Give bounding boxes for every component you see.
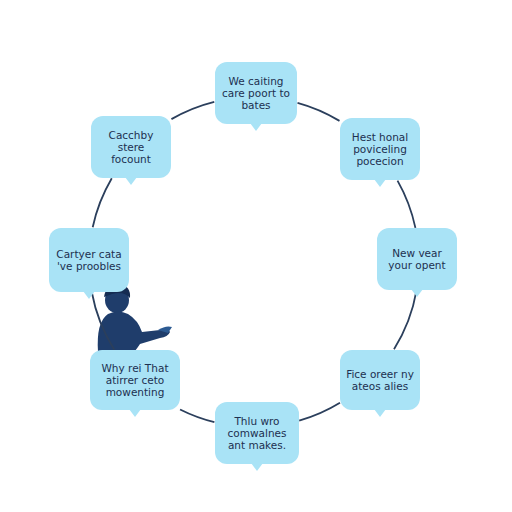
ring-connector — [180, 410, 214, 423]
bubble-text: Cacchby stere focount — [97, 129, 165, 165]
bubble-text: Thlu wro comwalnes ant makes. — [221, 415, 293, 451]
speech-bubble: New vear your opent — [377, 228, 457, 290]
ring-connector — [298, 103, 340, 121]
speech-bubble: We caiting care poort to bates — [215, 62, 297, 124]
speech-bubble: Fice oreer ny ateos alies — [340, 350, 420, 410]
speech-bubble: Why rei That atirrer ceto mowenting — [90, 350, 180, 410]
speech-bubble: Cacchby stere focount — [91, 116, 171, 178]
person-hand — [158, 326, 172, 333]
ring-connector — [92, 292, 115, 350]
ring-connector — [398, 181, 416, 228]
ring-connector — [394, 290, 417, 349]
speech-bubble: Thlu wro comwalnes ant makes. — [215, 402, 299, 464]
bubble-text: Why rei That atirrer ceto mowenting — [96, 362, 174, 398]
person-body — [98, 312, 170, 353]
ring-connector — [299, 403, 340, 421]
bubble-text: New vear your opent — [383, 247, 451, 271]
bubble-text: Cartyer cata 've proobles — [55, 248, 123, 272]
bubble-text: We caiting care poort to bates — [221, 75, 291, 111]
speech-bubble: Cartyer cata 've proobles — [49, 228, 129, 292]
ring-connector — [93, 178, 112, 227]
speech-bubble: Hest honal poviceling pocecion — [340, 118, 420, 180]
ring-connector — [171, 102, 214, 119]
bubble-text: Hest honal poviceling pocecion — [346, 131, 414, 167]
bubble-text: Fice oreer ny ateos alies — [346, 368, 414, 392]
